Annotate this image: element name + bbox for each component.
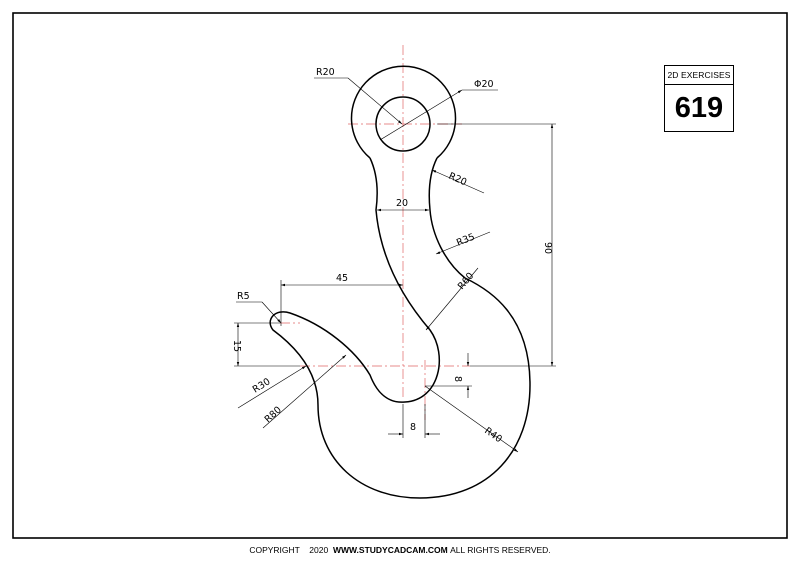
hook-outline (269, 65, 531, 499)
copyright-footer: COPYRIGHT 2020 WWW.STUDYCADCAM.COM ALL R… (0, 545, 800, 555)
dim-tip-radius: R5 (237, 291, 250, 302)
dim-neck-fillet: R20 (447, 171, 469, 189)
footer-copyright: COPYRIGHT (249, 545, 300, 555)
title-block-heading: 2D EXERCISES (665, 66, 733, 85)
dim-center-offset-h: 8 (410, 422, 416, 433)
dim-throat-arc: R80 (263, 405, 284, 426)
dim-tip-outer-arc: R30 (251, 376, 273, 395)
eye-hole (375, 96, 431, 152)
dimension-lines (234, 77, 556, 453)
dim-inner-arc: R35 (455, 232, 476, 249)
dim-shank-width: 20 (396, 198, 408, 209)
dim-tip-height: 15 (231, 340, 242, 352)
dim-tip-offset: 45 (336, 273, 348, 284)
dim-bottom-arc: R40 (482, 425, 504, 445)
dim-center-offset-v: 8 (452, 376, 463, 382)
dim-eye-hole-diameter: Φ20 (474, 79, 494, 90)
exercise-number: 619 (674, 92, 724, 124)
sheet-border (12, 12, 788, 539)
footer-site-link[interactable]: WWW.STUDYCADCAM.COM (332, 545, 448, 555)
footer-rights: ALL RIGHTS RESERVED. (450, 545, 551, 555)
footer-year: 2020 (309, 545, 329, 555)
dim-eye-outer-radius: R20 (316, 67, 335, 78)
dim-overall-height: 90 (542, 242, 553, 254)
title-block: 2D EXERCISES 619 (664, 65, 734, 132)
